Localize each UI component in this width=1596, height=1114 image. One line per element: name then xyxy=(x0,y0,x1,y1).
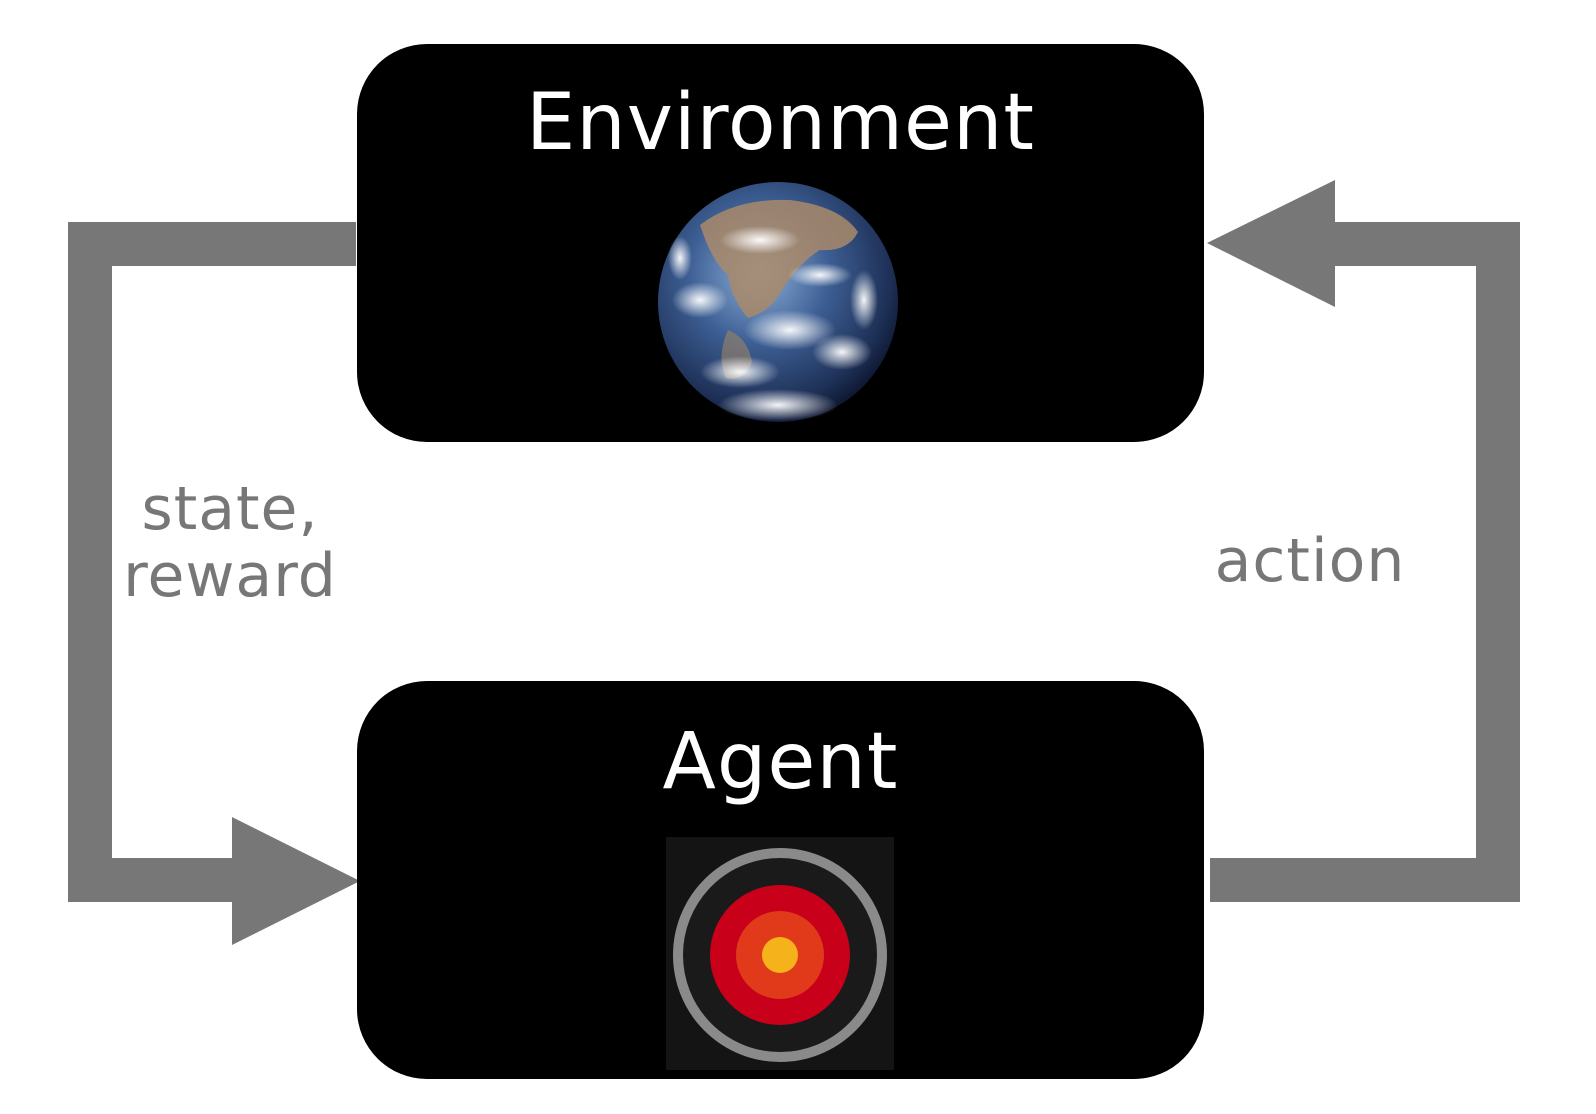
action-label-text: action xyxy=(1214,526,1406,596)
agent-title: Agent xyxy=(662,717,899,807)
agent-box: Agent xyxy=(357,681,1204,1079)
state-reward-arrow xyxy=(68,222,360,945)
state-reward-arrowhead xyxy=(232,817,360,945)
state-reward-label: state, reward xyxy=(110,474,350,612)
state-label: state, xyxy=(141,474,319,544)
action-label: action xyxy=(1200,526,1420,596)
action-arrow xyxy=(1207,180,1520,902)
reward-label: reward xyxy=(123,541,337,612)
earth-globe-icon xyxy=(653,178,903,428)
environment-box: Environment xyxy=(357,44,1204,442)
environment-title: Environment xyxy=(525,78,1036,168)
action-arrowhead xyxy=(1207,180,1335,307)
